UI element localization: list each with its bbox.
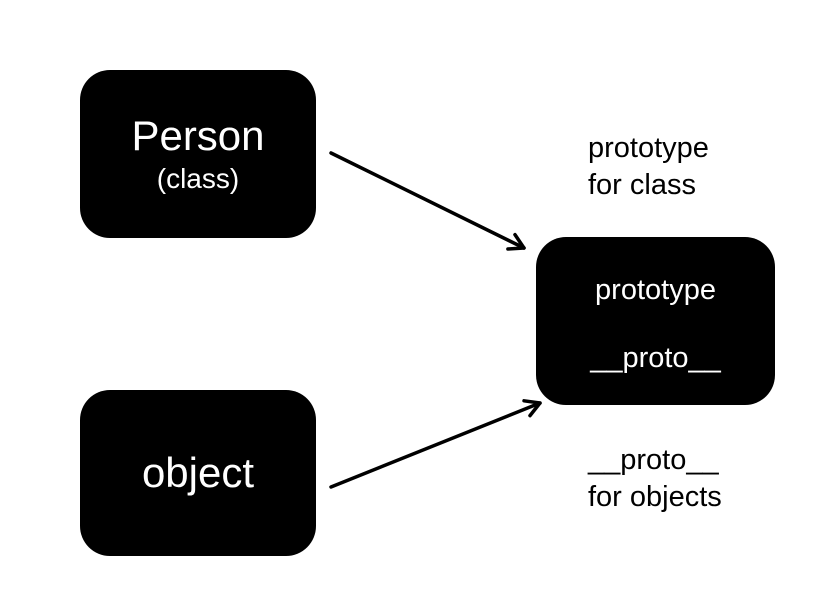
label-prototype-for-class: prototype for class — [588, 130, 709, 204]
label-bottom-line1: __proto__ — [588, 444, 719, 476]
node-prototype: prototype __proto__ — [536, 237, 775, 405]
label-bottom-line2: for objects — [588, 481, 722, 513]
label-top-line1: prototype — [588, 132, 709, 164]
prototype-node-line1: prototype — [595, 274, 716, 306]
arrow-person-to-prototype — [329, 151, 526, 251]
object-node-title: object — [141, 449, 255, 496]
prototype-node-line2: __proto__ — [590, 342, 721, 374]
node-person-class: Person (class) — [80, 70, 316, 238]
arrow-object-to-prototype — [329, 399, 542, 489]
node-object: object — [80, 390, 316, 556]
label-top-line2: for class — [588, 169, 696, 201]
label-proto-for-objects: __proto__ for objects — [588, 442, 722, 516]
person-node-subtitle: (class) — [156, 163, 240, 194]
person-node-title: Person — [131, 112, 265, 159]
